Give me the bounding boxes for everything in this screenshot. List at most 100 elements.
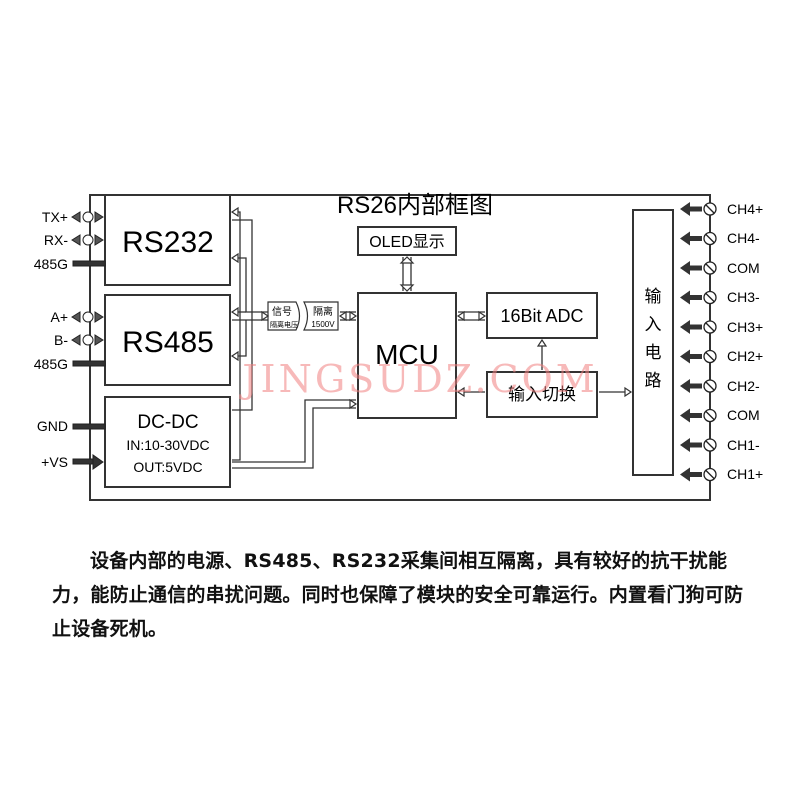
arrowheads [230, 206, 633, 410]
left-terminals: TX+ RX- 485G A+ B- 485G GND +VS [34, 209, 69, 470]
arrow-left-icon [680, 320, 690, 334]
arrow-left-icon [71, 234, 81, 246]
terminal-label: CH3- [727, 289, 760, 305]
screw-slot-icon [705, 204, 715, 214]
wire-icon [690, 442, 702, 448]
terminal-label: GND [37, 418, 68, 434]
wire-icon [72, 423, 106, 430]
wire-icon [690, 236, 702, 241]
dcdc-input-spec: IN:10-30VDC [126, 437, 209, 453]
terminal-label: +VS [41, 454, 68, 470]
terminal-label: A+ [50, 309, 68, 325]
left-terminal-icons [71, 211, 106, 470]
arrow-left-icon [680, 231, 690, 246]
signal-isolation-box: 信号 隔离电压 [267, 301, 301, 331]
terminal-label: COM [727, 407, 760, 423]
input-switch-label: 输入切换 [508, 385, 576, 404]
screw-icon [82, 311, 94, 323]
oled-label: OLED显示 [369, 234, 445, 251]
dcdc-block [104, 396, 231, 488]
terminal-label: CH4- [727, 230, 760, 246]
wire-icon [690, 206, 702, 212]
wire-icon [690, 383, 702, 389]
terminal-label: B- [54, 332, 68, 348]
watermark: JINGSUDZ.COM [238, 357, 597, 401]
rs485-block [104, 294, 231, 386]
terminal-label: CH1+ [727, 466, 763, 482]
wire-icon [72, 260, 106, 267]
rs485-label: RS485 [122, 326, 214, 359]
input-circuit-char: 入 [645, 315, 662, 334]
rs232-label: RS232 [122, 226, 214, 259]
terminal-label: COM [727, 260, 760, 276]
arrow-left-icon [680, 438, 690, 452]
terminal-label: 485G [34, 256, 68, 272]
arrow-left-icon [680, 202, 690, 216]
wire-icon [690, 354, 702, 359]
signal-label: 信号 [272, 306, 292, 318]
wire-icon [690, 472, 702, 477]
input-circuit-char: 路 [645, 371, 662, 390]
wire-icon [690, 324, 702, 330]
rs232-block [104, 194, 231, 286]
screw-slot-icon [705, 470, 715, 479]
block-diagram: RS26内部框图 RS232 RS485 DC-DC IN:10-30VDC O… [34, 192, 763, 501]
arrow-right-icon [94, 334, 104, 346]
input-circuit-char: 输 [645, 287, 662, 306]
arrow-right-icon [94, 311, 104, 323]
wire-icon [690, 413, 702, 418]
arrow-left-icon [71, 311, 81, 323]
signal-sublabel: 隔离电压 [270, 320, 298, 329]
terminal-label: 485G [34, 356, 68, 372]
wire-icon [72, 360, 106, 367]
screw-slot-icon [705, 440, 715, 450]
arrow-right-icon [92, 454, 104, 470]
screw-slot-icon [705, 411, 715, 420]
screw-slot-icon [705, 234, 715, 243]
arrow-right-icon [94, 211, 104, 223]
description-text: 设备内部的电源、RS485、RS232采集间相互隔离，具有较好的抗干扰能力，能防… [52, 550, 744, 640]
oled-block [357, 226, 457, 256]
arrow-left-icon [680, 408, 690, 423]
terminal-label: TX+ [42, 209, 68, 225]
terminal-label: CH2- [727, 378, 760, 394]
isolation-sublabel: 1500V [311, 320, 335, 329]
adc-block [486, 292, 598, 339]
wire-icon [690, 295, 702, 300]
adc-label: 16Bit ADC [500, 306, 583, 326]
screw-slot-icon [705, 352, 715, 361]
screw-icon [82, 334, 94, 346]
arrow-left-icon [680, 290, 690, 305]
right-terminals: CH4+ CH4- COM CH3- CH3+ CH2+ CH2- COM CH… [727, 201, 763, 482]
terminal-label: CH3+ [727, 319, 763, 335]
mcu-label: MCU [375, 339, 439, 370]
terminal-label: CH1- [727, 437, 760, 453]
terminal-label: RX- [44, 232, 68, 248]
isolation-label: 隔离 [313, 305, 333, 318]
input-switch-block [486, 371, 598, 418]
arrow-left-icon [71, 211, 81, 223]
dcdc-label: DC-DC [137, 412, 198, 433]
screw-slot-icon [705, 293, 715, 302]
terminal-label: CH2+ [727, 348, 763, 364]
arrow-left-icon [680, 261, 690, 275]
screw-icon [82, 211, 94, 223]
screw-icon [82, 234, 94, 246]
right-terminal-icons [680, 202, 717, 482]
arrow-left-icon [680, 379, 690, 393]
wire-icon [690, 265, 702, 271]
wire-icon [72, 458, 94, 465]
terminal-label: CH4+ [727, 201, 763, 217]
dcdc-output-spec: OUT:5VDC [133, 459, 202, 475]
arrow-left-icon [71, 334, 81, 346]
diagram-title: RS26内部框图 [337, 192, 493, 219]
isolation-voltage-box: 隔离 1500V [303, 301, 339, 331]
screw-slot-icon [705, 263, 715, 273]
input-circuit-char: 电 [645, 343, 662, 362]
screw-slot-icon [705, 381, 715, 391]
mcu-block [357, 292, 457, 419]
arrow-left-icon [680, 467, 690, 482]
screw-slot-icon [705, 322, 715, 332]
arrow-left-icon [680, 349, 690, 364]
arrow-right-icon [94, 234, 104, 246]
